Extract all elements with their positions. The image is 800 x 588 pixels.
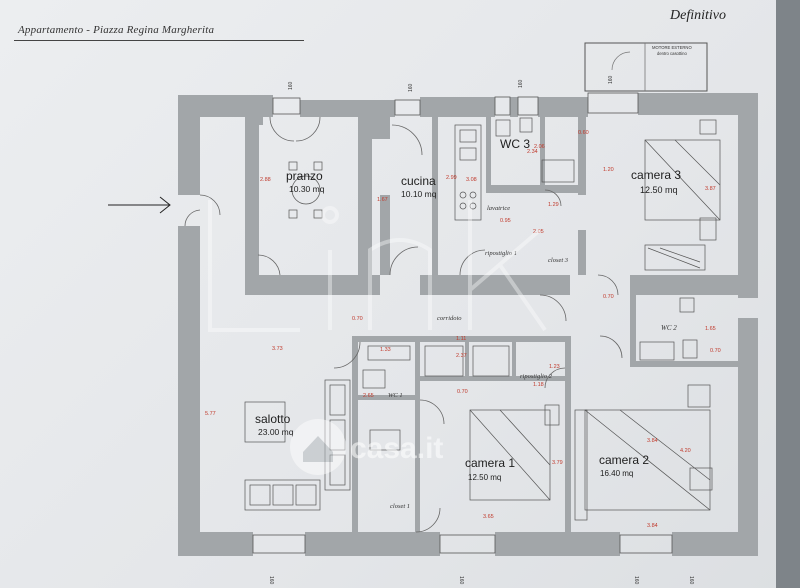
room-area-camera3: 12.50 mq: [640, 185, 678, 195]
dimension: 2.88: [260, 177, 271, 183]
dimension: 3.87: [705, 186, 716, 192]
small-labels: lavatrice ripostiglio 1 closet 3 corrido…: [388, 205, 677, 510]
watermark-brand: casa.it: [350, 432, 443, 465]
plan-title: Appartamento - Piazza Regina Margherita: [18, 24, 215, 36]
room-area-salotto: 23.00 mq: [258, 427, 294, 437]
label-closet1: closet 1: [390, 503, 410, 510]
dimension: 1.18: [533, 382, 544, 388]
room-area-cucina: 10.10 mq: [401, 189, 437, 199]
casa-logo-icon: [290, 419, 346, 475]
dimension: 0.70: [457, 389, 468, 395]
watermark-outline-logo: [208, 200, 547, 332]
room-name-camera1: camera 1: [465, 456, 515, 470]
dimension: 2.37: [456, 353, 467, 359]
dimension: 3.73: [272, 346, 283, 352]
dimension: 2.05: [533, 229, 544, 235]
window-labels: 160 160 160 160 160 160 160 160: [268, 75, 694, 584]
dimension: 1.29: [548, 202, 559, 208]
room-area-camera2: 16.40 mq: [600, 469, 633, 478]
dimension: 2.34: [527, 149, 538, 155]
label-lavatrice: lavatrice: [487, 205, 510, 212]
label-ripostiglio2: ripostiglio 2: [520, 373, 553, 380]
window-mark: 160: [608, 75, 614, 84]
dimension: 0.70: [710, 348, 721, 354]
window-mark: 160: [458, 576, 464, 585]
room-name-camera3: camera 3: [631, 168, 681, 182]
room-area-pranzo: 10.30 mq: [289, 184, 325, 194]
window-mark: 160: [518, 79, 524, 88]
room-name-pranzo: pranzo: [286, 169, 323, 183]
entrance-arrow: [108, 196, 171, 214]
window-mark: 160: [408, 83, 414, 92]
outer-walls: [178, 93, 758, 556]
window-mark: 160: [633, 576, 639, 585]
dimension: 0.95: [500, 218, 511, 224]
label-wc2: WC 2: [661, 324, 677, 332]
dimension: 1.11: [456, 336, 466, 342]
dimension-labels: 0.60 2.06 2.34 1.20 3.87 2.88 2.99 3.08 …: [205, 130, 721, 529]
dimension: 0.70: [352, 316, 363, 322]
plan-status: Definitivo: [670, 8, 726, 23]
dimension: 1.67: [377, 197, 388, 203]
room-name-salotto: salotto: [255, 412, 291, 426]
background-edge: [776, 0, 800, 588]
motor-label: MOTORE ESTERNO: [652, 45, 692, 50]
dimension: 0.70: [603, 294, 614, 300]
dimension: 2.65: [363, 393, 374, 399]
room-area-camera1: 12.50 mq: [468, 473, 501, 482]
window-mark: 160: [288, 81, 294, 90]
doors: [184, 116, 623, 533]
dimension: 3.79: [552, 460, 563, 466]
window-mark: 160: [688, 576, 694, 585]
room-name-cucina: cucina: [401, 174, 436, 188]
title-underline: [14, 40, 304, 41]
dimension: 1.20: [603, 167, 614, 173]
dimension: 1.23: [549, 364, 560, 370]
window-mark: 160: [268, 576, 274, 585]
label-ripostiglio1: ripostiglio 1: [485, 250, 517, 257]
dimension: 4.20: [680, 448, 691, 454]
external-motor-box: MOTORE ESTERNO dentro casottino: [584, 42, 708, 92]
label-corridoio: corridoio: [437, 315, 462, 322]
furniture: [244, 117, 721, 521]
windows: [252, 92, 673, 554]
label-closet3: closet 3: [548, 257, 569, 264]
dimension: 0.60: [578, 130, 589, 136]
dimension: 1.33: [380, 347, 391, 353]
dimension: 2.99: [446, 175, 457, 181]
dimension: 3.08: [466, 177, 477, 183]
dimension: 3.84: [647, 438, 658, 444]
dimension: 3.84: [647, 523, 658, 529]
inner-walls: [245, 115, 740, 536]
dimension: 5.77: [205, 411, 216, 417]
dimension: 2.06: [534, 144, 545, 150]
dimension: 1.65: [705, 326, 716, 332]
room-labels: pranzo 10.30 mq cucina 10.10 mq WC 3 cam…: [255, 137, 681, 482]
dimension: 3.65: [483, 514, 494, 520]
room-name-wc3: WC 3: [500, 137, 530, 151]
watermark: casa.it: [208, 200, 547, 475]
label-wc1: WC 1: [388, 392, 403, 399]
motor-sublabel: dentro casottino: [657, 51, 687, 56]
room-name-camera2: camera 2: [599, 453, 649, 467]
